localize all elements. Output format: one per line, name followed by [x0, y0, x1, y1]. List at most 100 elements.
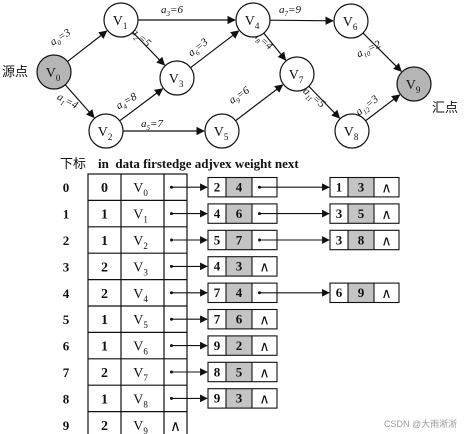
vertex-label-v9: V9: [406, 78, 421, 95]
weight-value: 7: [236, 232, 243, 247]
adjvex-value: 4: [214, 259, 221, 274]
vertex-label-v2: V2: [98, 125, 113, 142]
vertex-v5: [204, 113, 240, 149]
vertex-label-v6: V6: [343, 15, 358, 32]
adjvex-value: 8: [214, 364, 221, 379]
edge-weight-v5-v7: a9=6: [227, 84, 253, 108]
vertex-data: V4: [133, 287, 148, 304]
weight-value: 6: [236, 206, 243, 221]
null-pointer: ∧: [259, 340, 269, 355]
in-degree: 1: [101, 392, 108, 407]
row-index: 9: [63, 418, 70, 433]
vertex-label-v7: V7: [289, 68, 304, 85]
edge-weight-v0-v1: a0=3: [48, 26, 74, 50]
vertex-v0: [36, 54, 72, 90]
edge-v0-v2: [64, 84, 95, 119]
edge-v6-v9: [362, 32, 402, 72]
vertex-data: V5: [133, 313, 148, 330]
vertex-label-v1: V1: [113, 14, 128, 31]
in-degree: 1: [101, 313, 108, 328]
in-degree: 2: [101, 260, 108, 275]
in-degree: 2: [101, 287, 108, 302]
null-pointer: ∧: [259, 393, 269, 408]
vertex-label-v0: V0: [46, 66, 61, 83]
vertex-label-v4: V4: [245, 14, 260, 31]
sink-label: 汇点: [432, 101, 458, 116]
adjvex-value: 9: [214, 338, 221, 353]
row-index: 7: [63, 365, 70, 380]
vertex-data: V1: [133, 208, 148, 225]
weight-value: 8: [358, 232, 365, 247]
edge-weight-v2-v3: a4=8: [114, 90, 140, 113]
edge-weight-v6-v9: a10=2: [355, 38, 384, 62]
null-pointer: ∧: [259, 314, 269, 329]
row-index: 5: [63, 312, 70, 327]
edge-v4-v6: [269, 16, 334, 25]
vertex-v8: [334, 113, 370, 149]
weight-value: 3: [358, 180, 365, 195]
table-header-fields: in data firstedge adjvex weight next: [98, 156, 299, 171]
edge-v8-v9: [365, 94, 401, 122]
edge-weight-v3-v4: a6=3: [186, 36, 212, 61]
null-pointer: ∧: [381, 208, 391, 223]
adjvex-value: 4: [214, 206, 221, 221]
edge-v4-v7: [263, 32, 287, 61]
weight-value: 3: [236, 259, 243, 274]
vertex-data: V6: [133, 340, 148, 357]
vertex-data: V9: [133, 419, 148, 434]
vertex-v3: [159, 60, 195, 96]
edge-v2-v3: [119, 88, 164, 122]
row-index: 2: [63, 233, 70, 248]
edge-weight-v1-v4: a3=6: [161, 4, 183, 18]
row-index: 4: [63, 286, 70, 301]
adjvex-value: 2: [214, 180, 221, 195]
weight-value: 6: [236, 312, 243, 327]
adjvex-value: 3: [336, 232, 343, 247]
null-pointer: ∧: [381, 182, 391, 197]
edge-v0-v1: [67, 30, 108, 63]
edge-v3-v4: [190, 30, 240, 69]
null-pointer: ∧: [381, 287, 391, 302]
vertex-data: V7: [133, 366, 148, 383]
vertex-data: V3: [133, 260, 148, 277]
in-degree: 2: [101, 419, 108, 434]
weight-value: 2: [236, 338, 243, 353]
weight-value: 5: [358, 206, 365, 221]
adjvex-value: 7: [214, 285, 221, 300]
vertex-v4: [235, 2, 271, 38]
weight-value: 3: [236, 391, 243, 406]
vertex-v1: [103, 2, 139, 38]
vertex-data: V8: [133, 392, 148, 409]
adjvex-value: 1: [336, 180, 343, 195]
weight-value: 4: [236, 285, 243, 300]
null-pointer: ∧: [259, 261, 269, 276]
adjvex-value: 7: [214, 312, 221, 327]
adjvex-value: 3: [336, 206, 343, 221]
row-index: 6: [63, 339, 70, 354]
in-degree: 1: [101, 208, 108, 223]
vertex-data: V2: [133, 234, 148, 251]
edge-v7-v8: [308, 85, 341, 119]
edge-weight-v0-v2: a1=4: [54, 91, 80, 114]
weight-value: 9: [358, 285, 365, 300]
vertex-label-v8: V8: [344, 125, 359, 142]
adjvex-value: 9: [214, 391, 221, 406]
edge-v1-v3: [132, 31, 166, 66]
null-pointer: ∧: [381, 234, 391, 249]
source-label: 源点: [2, 65, 28, 80]
vertex-v7: [279, 56, 315, 92]
row-index: 3: [63, 259, 70, 274]
in-degree: 1: [101, 340, 108, 355]
